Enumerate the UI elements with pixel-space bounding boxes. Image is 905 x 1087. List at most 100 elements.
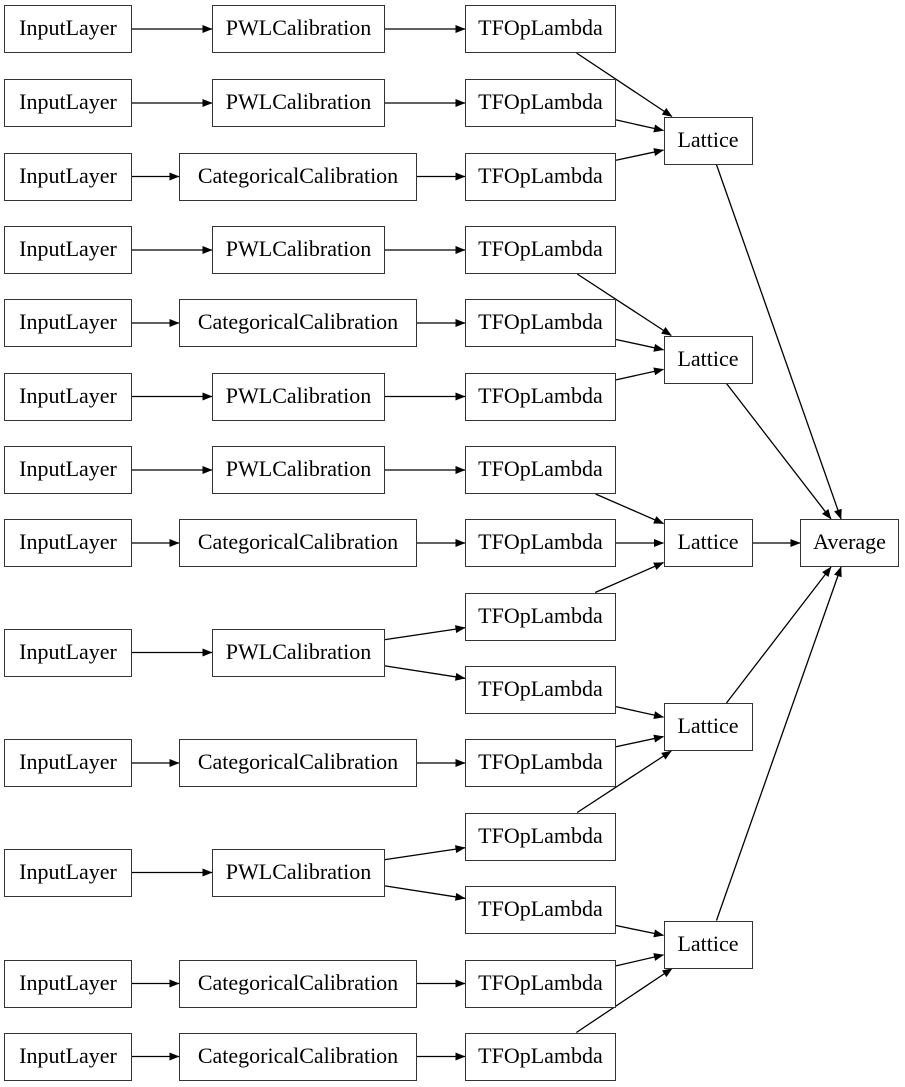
edge-tf10-to-lat4 — [615, 706, 664, 720]
edge-tf7-to-lat3 — [595, 493, 664, 525]
node-avg: Average — [800, 519, 899, 567]
node-label: PWLCalibration — [225, 638, 372, 664]
node-in9: InputLayer — [4, 628, 132, 677]
node-tf12: TFOpLambda — [465, 812, 616, 861]
node-label: CategoricalCalibration — [197, 529, 399, 554]
node-tf15: TFOpLambda — [465, 1032, 616, 1081]
node-label: TFOpLambda — [478, 236, 603, 261]
node-lat3: Lattice — [663, 519, 753, 567]
node-label: PWLCalibration — [225, 89, 372, 114]
node-in3: InputLayer — [4, 152, 132, 201]
edge-tf6-to-lat2 — [615, 367, 664, 381]
node-cal5: CategoricalCalibration — [179, 299, 417, 347]
edge-tf13-to-lat5 — [615, 924, 664, 938]
node-tf6: TFOpLambda — [465, 372, 616, 421]
node-label: CategoricalCalibration — [197, 162, 399, 188]
edge-lat5-to-avg — [715, 566, 842, 921]
edge-cal9-to-tf9 — [384, 625, 466, 641]
node-label: TFOpLambda — [478, 1042, 603, 1068]
node-label: TFOpLambda — [478, 749, 603, 774]
node-label: TFOpLambda — [478, 162, 603, 188]
edge-tf12-to-lat4 — [576, 750, 672, 814]
node-tf10: TFOpLambda — [465, 666, 616, 714]
node-cal3: CategoricalCalibration — [179, 152, 417, 201]
node-label: InputLayer — [19, 89, 117, 114]
node-label: TFOpLambda — [478, 676, 603, 701]
node-label: InputLayer — [19, 382, 117, 408]
node-cal11: PWLCalibration — [212, 848, 385, 897]
edge-tf15-to-lat5 — [576, 967, 673, 1034]
node-cal2: PWLCalibration — [212, 79, 385, 127]
node-cal9: PWLCalibration — [212, 628, 385, 677]
node-label: InputLayer — [19, 236, 117, 261]
node-label: InputLayer — [19, 529, 117, 554]
edge-lat2-to-avg — [725, 383, 832, 520]
node-lat1: Lattice — [663, 116, 753, 165]
node-lat4: Lattice — [663, 703, 753, 751]
node-label: InputLayer — [19, 749, 117, 774]
node-label: TFOpLambda — [478, 309, 603, 334]
node-label: PWLCalibration — [225, 15, 372, 40]
node-tf3: TFOpLambda — [465, 152, 616, 201]
node-cal6: PWLCalibration — [212, 372, 385, 421]
node-label: Average — [813, 529, 886, 554]
node-label: TFOpLambda — [478, 15, 603, 40]
node-lat2: Lattice — [663, 335, 753, 384]
edge-cal11-to-tf12 — [384, 845, 466, 861]
node-label: InputLayer — [19, 969, 117, 995]
node-in5: InputLayer — [4, 299, 132, 347]
node-in4: InputLayer — [4, 226, 132, 274]
node-label: TFOpLambda — [478, 896, 603, 921]
node-tf7: TFOpLambda — [465, 446, 616, 494]
node-cal4: PWLCalibration — [212, 226, 385, 274]
node-in12: InputLayer — [4, 959, 132, 1008]
node-label: PWLCalibration — [225, 382, 372, 408]
edge-tf2-to-lat1 — [615, 119, 664, 133]
edge-tf3-to-lat1 — [615, 148, 664, 161]
node-tf4: TFOpLambda — [465, 226, 616, 274]
node-label: Lattice — [677, 713, 739, 738]
edge-tf5-to-lat2 — [615, 338, 664, 352]
node-label: Lattice — [677, 345, 739, 371]
edge-tf4-to-lat2 — [576, 273, 672, 337]
node-label: InputLayer — [19, 858, 117, 884]
node-in10: InputLayer — [4, 739, 132, 787]
node-label: CategoricalCalibration — [197, 749, 399, 774]
node-cal1: PWLCalibration — [212, 5, 385, 53]
edge-tf11-to-lat4 — [615, 734, 664, 748]
node-label: Lattice — [677, 126, 739, 152]
node-label: Lattice — [677, 529, 739, 554]
node-lat5: Lattice — [663, 920, 753, 969]
node-cal13: CategoricalCalibration — [179, 1032, 417, 1081]
node-label: CategoricalCalibration — [197, 1042, 399, 1068]
node-label: InputLayer — [19, 456, 117, 481]
node-label: PWLCalibration — [225, 236, 372, 261]
node-cal7: PWLCalibration — [212, 446, 385, 494]
node-label: TFOpLambda — [478, 822, 603, 848]
edge-cal9-to-tf10 — [384, 665, 466, 681]
node-in6: InputLayer — [4, 372, 132, 421]
node-tf1: TFOpLambda — [465, 5, 616, 53]
edge-cal11-to-tf13 — [384, 885, 466, 901]
node-label: TFOpLambda — [478, 89, 603, 114]
edge-lat4-to-avg — [725, 566, 832, 704]
node-tf2: TFOpLambda — [465, 79, 616, 127]
node-in13: InputLayer — [4, 1032, 132, 1081]
edge-tf14-to-lat5 — [615, 953, 664, 967]
node-label: TFOpLambda — [478, 456, 603, 481]
node-tf13: TFOpLambda — [465, 886, 616, 934]
node-tf9: TFOpLambda — [465, 592, 616, 641]
node-in8: InputLayer — [4, 519, 132, 567]
edge-lines — [132, 25, 842, 1061]
node-label: CategoricalCalibration — [197, 969, 399, 995]
node-label: TFOpLambda — [478, 602, 603, 628]
edge-lat1-to-avg — [715, 164, 842, 520]
node-tf11: TFOpLambda — [465, 739, 616, 787]
node-tf8: TFOpLambda — [465, 519, 616, 567]
node-in2: InputLayer — [4, 79, 132, 127]
node-tf14: TFOpLambda — [465, 959, 616, 1008]
node-label: InputLayer — [19, 1042, 117, 1068]
node-label: InputLayer — [19, 15, 117, 40]
node-label: TFOpLambda — [478, 529, 603, 554]
